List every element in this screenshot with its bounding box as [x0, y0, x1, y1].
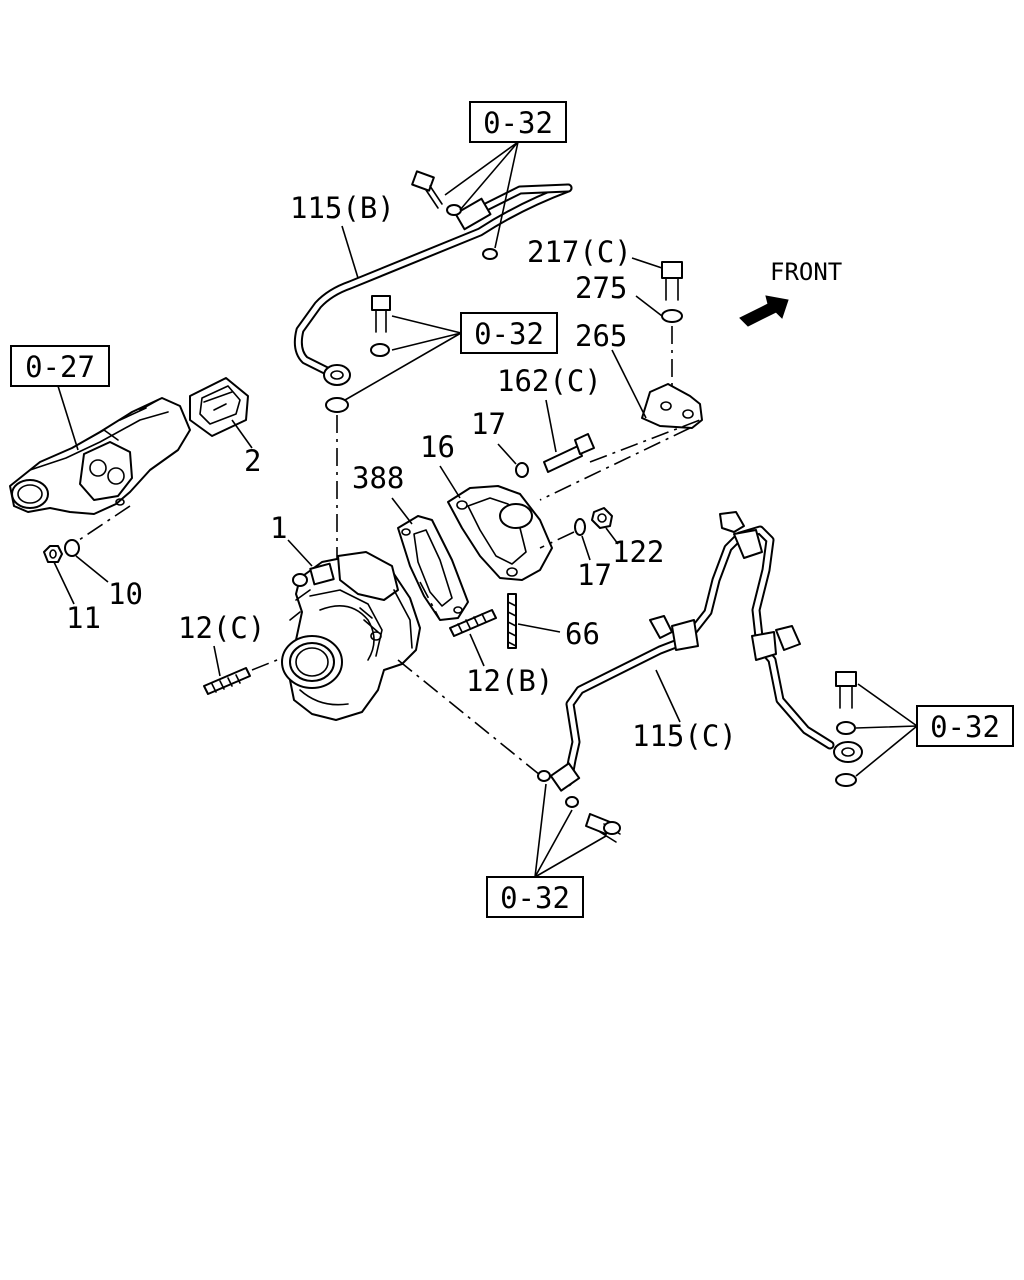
stud-12c — [203, 667, 251, 695]
exhaust-manifold — [9, 397, 191, 515]
label-12b: 12(B) — [466, 664, 553, 698]
label-217c: 217(C) — [527, 235, 632, 269]
gasket-2 — [189, 377, 249, 437]
washer-10 — [64, 539, 80, 557]
turbocharger-1 — [281, 551, 421, 721]
banjo-bolt-mid — [371, 295, 391, 333]
stud-12b — [449, 609, 497, 637]
gasket-388 — [397, 515, 469, 621]
label-122: 122 — [612, 535, 664, 569]
washer-top-2 — [482, 248, 498, 260]
label-265: 265 — [575, 319, 627, 353]
label-11: 11 — [66, 601, 101, 635]
front-label: FRONT — [770, 258, 842, 286]
label-275: 275 — [575, 271, 627, 305]
washer-right-1 — [836, 721, 856, 735]
washer-17-lower — [574, 518, 586, 536]
label-388: 388 — [352, 461, 404, 495]
stud-66 — [507, 593, 517, 649]
label-17-upper: 17 — [471, 407, 506, 441]
bracket-265 — [641, 383, 703, 429]
exhaust-flange-16 — [447, 485, 553, 581]
ref-box-bottom-label: 0-32 — [500, 881, 570, 915]
washer-275 — [661, 309, 683, 323]
label-16: 16 — [420, 430, 455, 464]
label-115c: 115(C) — [632, 719, 737, 753]
ref-box-left[interactable]: 0-27 — [10, 345, 110, 387]
ref-box-mid[interactable]: 0-32 — [460, 312, 558, 354]
label-12c: 12(C) — [178, 611, 265, 645]
ref-box-bottom[interactable]: 0-32 — [486, 876, 584, 918]
ref-box-left-label: 0-27 — [25, 350, 95, 384]
bolt-217c — [661, 261, 683, 301]
washer-bottom-1 — [537, 770, 551, 782]
washer-mid — [370, 343, 390, 357]
nut-11 — [43, 545, 63, 563]
banjo-bolt-top — [411, 170, 443, 209]
front-arrow-icon — [739, 295, 789, 327]
label-66: 66 — [565, 617, 600, 651]
label-115b: 115(B) — [290, 191, 395, 225]
label-10: 10 — [108, 577, 143, 611]
label-17-lower: 17 — [577, 558, 612, 592]
banjo-bolt-right — [835, 671, 857, 709]
banjo-bolt-bottom — [585, 813, 621, 843]
washer-top-1 — [446, 204, 462, 216]
label-1: 1 — [270, 511, 287, 545]
label-2: 2 — [244, 444, 261, 478]
ref-box-right[interactable]: 0-32 — [916, 705, 1014, 747]
washer-bottom-2 — [565, 796, 579, 808]
ref-box-top-label: 0-32 — [483, 106, 553, 140]
oil-pipe-115c — [549, 511, 863, 792]
washer-right-2 — [835, 773, 857, 787]
ref-box-right-label: 0-32 — [930, 710, 1000, 744]
bolt-162c — [543, 433, 595, 473]
ref-box-mid-label: 0-32 — [474, 317, 544, 351]
nut-122 — [591, 507, 613, 529]
ref-box-top[interactable]: 0-32 — [469, 101, 567, 143]
washer-lower — [325, 397, 349, 413]
oil-pipe-115b — [293, 183, 573, 386]
label-162c: 162(C) — [497, 364, 602, 398]
washer-17-upper — [515, 462, 529, 478]
